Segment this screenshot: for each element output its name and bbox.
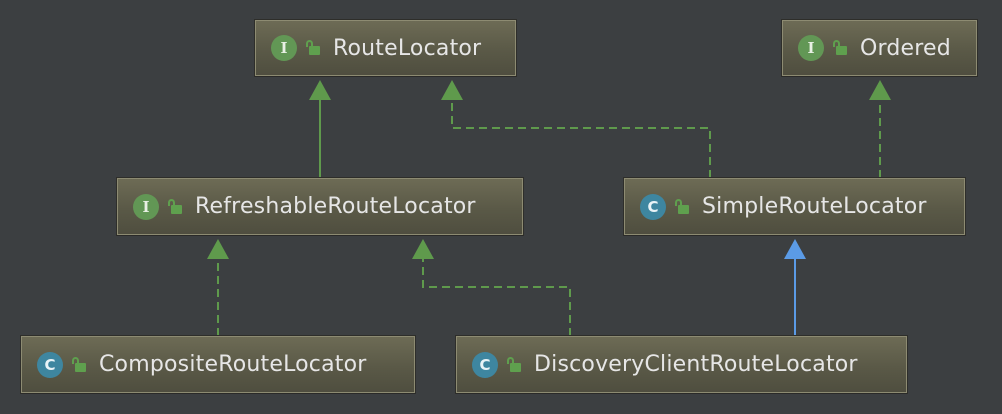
arrowhead-simple-route-locator-to-route-locator <box>441 80 463 100</box>
public-access-icon <box>168 198 182 215</box>
arrowhead-composite-route-locator-to-refreshable-route-locator <box>207 239 229 259</box>
public-access-icon <box>833 40 847 56</box>
arrowhead-discovery-client-route-locator-to-simple-route-locator <box>784 239 806 259</box>
node-discovery-client-route-locator[interactable]: C DiscoveryClientRouteLocator <box>456 336 907 393</box>
node-label: RouteLocator <box>333 35 482 61</box>
node-label: Ordered <box>860 35 951 61</box>
arrowhead-refreshable-route-locator-to-route-locator <box>309 80 331 100</box>
class-icon: C <box>37 351 63 378</box>
node-label: SimpleRouteLocator <box>702 194 927 219</box>
node-simple-route-locator[interactable]: C SimpleRouteLocator <box>624 178 965 235</box>
node-refreshable-route-locator[interactable]: I RefreshableRouteLocator <box>117 178 523 235</box>
public-access-icon <box>72 356 86 373</box>
public-access-icon <box>507 356 521 373</box>
interface-icon: I <box>133 193 159 220</box>
node-composite-route-locator[interactable]: C CompositeRouteLocator <box>21 336 415 393</box>
node-route-locator[interactable]: I RouteLocator <box>255 20 516 76</box>
arrowhead-simple-route-locator-to-ordered <box>869 80 891 100</box>
arrowhead-discovery-client-route-locator-to-refreshable-route-locator <box>412 239 434 259</box>
public-access-icon <box>306 40 320 56</box>
node-label: RefreshableRouteLocator <box>195 194 476 219</box>
class-icon: C <box>640 193 666 220</box>
public-access-icon <box>675 198 689 215</box>
edge-discovery-client-route-locator-to-refreshable-route-locator <box>422 259 571 336</box>
interface-icon: I <box>798 35 824 61</box>
interface-icon: I <box>271 35 297 61</box>
node-label: CompositeRouteLocator <box>99 352 367 377</box>
class-icon: C <box>472 351 498 378</box>
edge-simple-route-locator-to-route-locator <box>451 100 711 178</box>
node-label: DiscoveryClientRouteLocator <box>534 352 858 377</box>
node-ordered[interactable]: I Ordered <box>782 20 977 76</box>
